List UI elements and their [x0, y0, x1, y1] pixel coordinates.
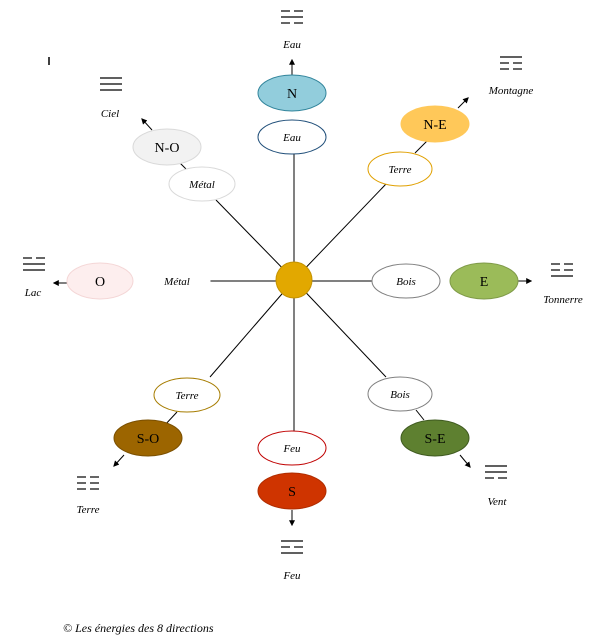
trigram-symbol-o [23, 257, 45, 271]
direction-code-e: E [480, 275, 489, 290]
arrows [52, 58, 533, 527]
spokes [163, 139, 429, 432]
element-so: Terre [153, 377, 221, 413]
element-label-s: Feu [282, 443, 301, 455]
trigram-label-so: Terre [76, 504, 99, 516]
element-o: Métal [143, 263, 211, 299]
trigram-symbol-n [281, 10, 303, 24]
arrow-so [113, 454, 125, 467]
element-s: Feu [257, 430, 327, 466]
direction-o: O [66, 262, 134, 300]
element-label-so: Terre [175, 390, 198, 402]
trigram-label-no: Ciel [101, 108, 119, 120]
arrow-no [141, 118, 153, 131]
center-circle [275, 261, 313, 299]
trigram-label-s: Feu [282, 570, 301, 582]
trigram-symbol-so [77, 476, 99, 490]
element-label-ne: Terre [388, 164, 411, 176]
trigram-label-se: Vent [488, 496, 508, 508]
trigram-label-e: Tonnerre [543, 294, 583, 306]
element-label-se: Bois [390, 389, 410, 401]
direction-s: S [257, 472, 327, 510]
element-label-o: Métal [163, 276, 190, 288]
trigram-symbol-no [100, 77, 122, 91]
trigram-symbol-e [551, 263, 573, 277]
spoke-so [209, 279, 295, 378]
direction-se: S-E [400, 419, 470, 457]
direction-so: S-O [113, 419, 183, 457]
arrow-ne [457, 97, 469, 109]
spoke-ne [293, 183, 387, 281]
trigram-label-n: Eau [282, 39, 301, 51]
spoke-no [215, 199, 295, 281]
direction-code-se: S-E [425, 432, 446, 447]
element-label-e: Bois [396, 276, 416, 288]
direction-code-no: N-O [155, 141, 180, 156]
element-e: Bois [371, 263, 441, 299]
trigram-symbols [23, 10, 573, 554]
spoke-ne-out [414, 139, 429, 154]
direction-code-so: S-O [137, 432, 160, 447]
trigram-symbol-s [281, 540, 303, 554]
direction-no: N-O [132, 128, 202, 166]
direction-e: E [449, 262, 519, 300]
element-no: Métal [168, 166, 236, 202]
direction-code-ne: N-E [423, 118, 446, 133]
arrow-se [459, 454, 471, 468]
direction-ne: N-E [400, 105, 470, 143]
trigram-label-ne: Montagne [488, 85, 534, 97]
element-ne: Terre [367, 151, 433, 187]
spoke-se [293, 279, 387, 378]
direction-code-n: N [287, 87, 297, 102]
direction-n: N [257, 74, 327, 112]
element-se: Bois [367, 376, 433, 412]
direction-code-o: O [95, 275, 105, 290]
trigram-symbol-se [485, 465, 507, 479]
trigram-label-o: Lac [24, 287, 42, 299]
element-label-no: Métal [188, 179, 215, 191]
trigram-labels: Eau Montagne Tonnerre Vent Feu Terre Lac… [24, 39, 583, 582]
spoke-se-out [415, 409, 425, 421]
copyright-caption: © Les énergies des 8 directions [63, 621, 214, 635]
element-ovals: Eau Terre Bois Bois Feu Terre Métal Mét [143, 119, 441, 466]
element-n: Eau [257, 119, 327, 155]
element-label-n: Eau [282, 132, 301, 144]
trigram-symbol-ne [500, 56, 522, 70]
direction-code-s: S [288, 485, 296, 500]
direction-ovals: N N-E E S-E S S-O O N-O [66, 74, 519, 510]
